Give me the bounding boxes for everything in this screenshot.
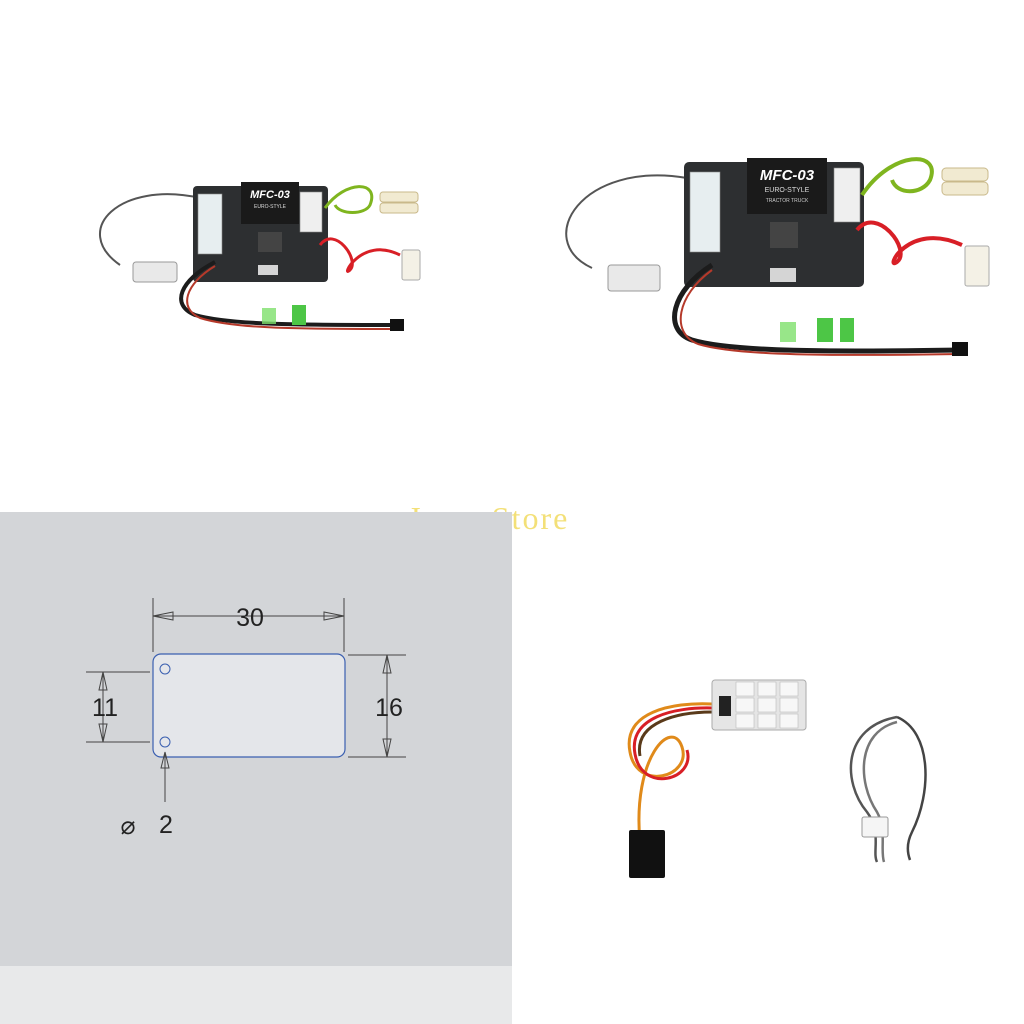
controller-photo-small: MFC-03 EURO-STYLE <box>0 0 512 512</box>
controller-style-text: EURO-STYLE <box>254 204 287 210</box>
light-board-photo <box>512 512 1024 1024</box>
hole-symbol: ⌀ <box>120 812 135 840</box>
controller-model-text-large: MFC-03 <box>760 167 815 184</box>
right-height-dimension: 16 <box>375 694 403 722</box>
controller-model-text: MFC-03 <box>250 189 290 201</box>
drawing-footer-band <box>0 966 512 1024</box>
controller-subtitle-text: TRACTOR TRUCK <box>766 198 809 204</box>
width-dimension: 30 <box>236 604 264 632</box>
dimension-drawing: 30 11 16 ⌀ 2 <box>0 512 512 966</box>
left-height-dimension: 11 <box>92 694 118 722</box>
hole-diameter: 2 <box>159 811 173 839</box>
controller-photo-large: MFC-03 EURO-STYLE TRACTOR TRUCK <box>512 0 1024 512</box>
controller-style-text-large: EURO-STYLE <box>765 187 810 194</box>
